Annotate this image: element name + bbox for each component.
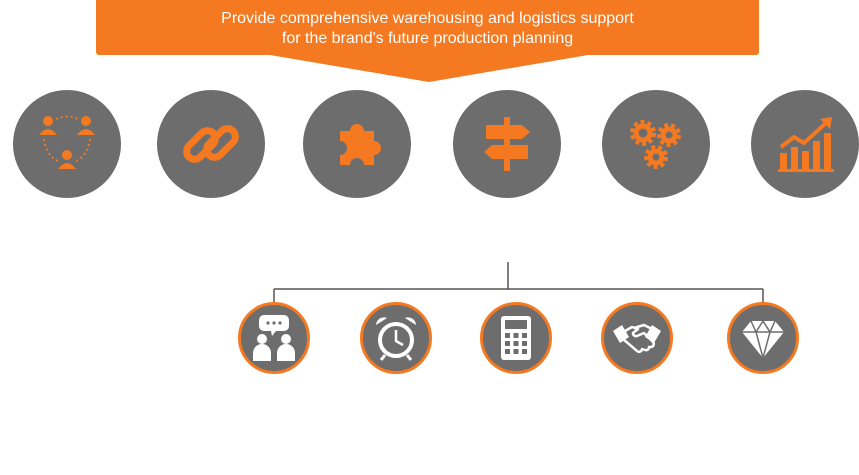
growth-chart-icon — [778, 117, 834, 172]
team-network-icon — [39, 115, 95, 169]
handshake-node — [601, 302, 673, 374]
handshake-icon — [613, 323, 661, 353]
banner-line-1: Provide comprehensive warehousing and lo… — [221, 10, 634, 27]
gears-node — [602, 90, 710, 198]
banner-line-2: for the brand's future production planni… — [281, 30, 574, 47]
conversation-icon — [253, 315, 295, 361]
chain-link-node — [157, 90, 265, 198]
signpost-node — [453, 90, 561, 198]
diamond-icon — [742, 319, 784, 361]
conversation-node — [238, 302, 310, 374]
diamond-node — [727, 302, 799, 374]
header-banner: Provide comprehensive warehousing and lo… — [96, 0, 759, 55]
puzzle-piece-node — [303, 90, 411, 198]
signpost-icon — [484, 117, 530, 171]
alarm-clock-icon — [376, 317, 416, 361]
growth-chart-node — [751, 90, 859, 198]
puzzle-piece-icon — [340, 124, 381, 165]
gears-icon — [630, 120, 681, 169]
team-network-node — [13, 90, 121, 198]
chain-link-icon — [183, 125, 239, 163]
alarm-clock-node — [360, 302, 432, 374]
calculator-node — [480, 302, 552, 374]
calculator-icon — [501, 316, 531, 360]
